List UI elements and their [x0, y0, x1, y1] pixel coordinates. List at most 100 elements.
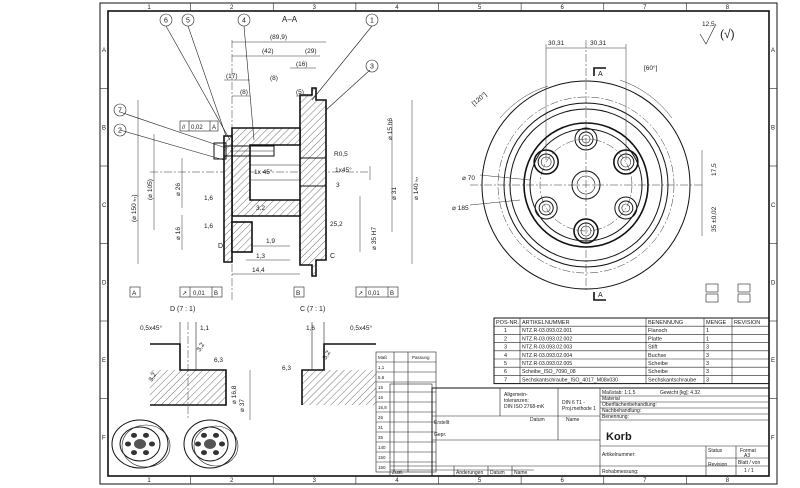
fits-row-value: 15: [378, 385, 384, 390]
front-dim-60deg: [60°]: [644, 64, 658, 72]
iso-hole: [131, 450, 137, 456]
dim-3: 3: [336, 182, 340, 189]
bom-cell: NTZ.R-03.093.02.002: [522, 336, 572, 342]
balloon-number: 4: [242, 18, 246, 25]
bolt-hole-inner: [538, 200, 554, 216]
detail-marker-d: D: [218, 243, 223, 250]
frame-row-label-right: C: [771, 203, 776, 209]
detail-d-chamfer: 0,5x45°: [140, 324, 163, 332]
frame-col-label-top: 3: [313, 5, 317, 11]
bom-cell: 3: [706, 369, 709, 375]
datum-b-box: B: [296, 290, 300, 297]
balloon-number: 2: [118, 128, 122, 135]
bolt-holes: [534, 127, 638, 220]
frame-row-label-left: A: [102, 48, 106, 54]
front-dim-30-31a: 30,31: [548, 40, 565, 47]
tb-nachbehandlung: Nachbehandlung:: [602, 408, 641, 414]
surface-finish-symbol: 12,5 (√): [699, 21, 735, 45]
bolt-hole-core: [541, 203, 551, 213]
bom-header: BENENNUNG: [648, 320, 683, 326]
detail-c-3-2: 3,2: [322, 349, 333, 361]
detail-c-label: C (7 : 1): [300, 306, 325, 313]
iso-hole: [125, 441, 131, 447]
frame-col-label-top: 6: [560, 5, 564, 11]
iso-hole: [201, 432, 207, 438]
dim-25-2: 25,2: [330, 221, 343, 228]
tolerance-flatness: // 0,02 A: [179, 120, 219, 132]
bom-cell: 3: [706, 353, 709, 359]
detail-d-3-2a: 3,2: [196, 341, 207, 353]
balloon-circle: [365, 59, 379, 73]
balloon-number: 1: [370, 18, 374, 25]
bom-cell: 1: [706, 336, 709, 342]
bushing-core: [580, 225, 592, 237]
bom-header: POS-NR.: [496, 320, 519, 326]
bom-cell: NTZ.R-03.093.02.001: [522, 328, 572, 334]
front-dim-17-5: 17,5: [711, 163, 718, 176]
title-block: Allgemein-toleranzen:DIN ISO 2768-mK DIN…: [389, 383, 770, 477]
tb-material: Material: [602, 396, 620, 402]
fits-header-passung: Passung: [412, 355, 430, 360]
frame-row-label-left: C: [102, 203, 107, 209]
bom-cell: Buchse: [648, 353, 666, 359]
dim-17: (17): [226, 73, 238, 80]
tb-part-name: Korb: [606, 431, 632, 443]
bom-cell: 3: [706, 345, 709, 351]
bom-cell: 7: [504, 377, 507, 383]
fits-header-mass: Maß: [378, 355, 387, 360]
tb-blatt: Blatt / von: [738, 460, 760, 466]
isometric-views: [111, 419, 239, 469]
frame-col-label-bottom: 3: [313, 478, 317, 484]
section-view-a-a: A–A (8: [113, 13, 420, 300]
bom-cell: NTZ.R-03.093.02.004: [522, 353, 572, 359]
frame-col-label-top: 1: [147, 5, 151, 11]
dim-8b: (8): [270, 75, 278, 82]
iso-hole: [131, 432, 137, 438]
frame-col-label-bottom: 4: [395, 478, 399, 484]
fits-row-value: 26: [378, 415, 384, 420]
dim-surface-1-6b: 1,6: [204, 223, 213, 230]
bom-cell: 3: [504, 345, 507, 351]
fits-row-value: 31: [378, 425, 384, 430]
section-label: A–A: [282, 15, 298, 24]
balloon-circle: [113, 123, 127, 137]
dim-r05: R0,5: [334, 151, 348, 158]
bolt-hole-outer: [614, 196, 638, 220]
iso-hole: [149, 441, 155, 447]
bom-header: ARTIKELNUMMER: [522, 320, 570, 326]
tb-name-col: Name: [566, 417, 580, 423]
dim-dia31: ⌀ 31: [391, 187, 398, 200]
dim-1-3: 1,3: [256, 253, 265, 260]
dim-29: (29): [305, 48, 317, 55]
tb-blatt-val: 1 / 1: [744, 468, 754, 474]
frame-row-label-right: E: [771, 358, 775, 364]
detail-d-3-2b: 3,2: [148, 371, 159, 383]
balloon-number: 6: [164, 18, 168, 25]
balloon-number: 5: [186, 18, 190, 25]
dim-16: (16): [296, 61, 308, 68]
iso-hole: [195, 441, 201, 447]
tb-revision: Revision: [708, 462, 727, 468]
detail-c-6-3: 6,3: [282, 365, 291, 372]
bom-cell: Platte: [648, 336, 662, 342]
tb-gepr: Gepr.: [434, 432, 446, 438]
dim-1-9: 1,9: [266, 238, 275, 245]
frame-row-label-left: F: [102, 435, 106, 441]
fits-row-value: 140: [378, 445, 386, 450]
frame-col-label-bottom: 7: [643, 478, 647, 484]
bolt-hole-inner: [578, 131, 594, 147]
surface-value: 12,5: [702, 21, 715, 28]
bushing-outer: [573, 218, 599, 244]
frame-col-label-bottom: 1: [147, 478, 151, 484]
tb-gewicht: Gewicht [kg]: 4.32: [660, 390, 700, 396]
tb-aenderungen: Änderungen: [456, 469, 483, 476]
frame-col-label-bottom: 6: [560, 478, 564, 484]
dim-chamfer2: 1x45°: [335, 166, 352, 174]
svg-text:↗: ↗: [358, 291, 363, 297]
bom-cell: Scheibe: [648, 361, 668, 367]
tol-run1-value: 0,01: [193, 291, 205, 297]
iso-hole: [143, 450, 149, 456]
detail-view-c: C (7 : 1) 1,6 0,5x45° 3,2 6,3 ⌀ 37: [239, 306, 376, 420]
